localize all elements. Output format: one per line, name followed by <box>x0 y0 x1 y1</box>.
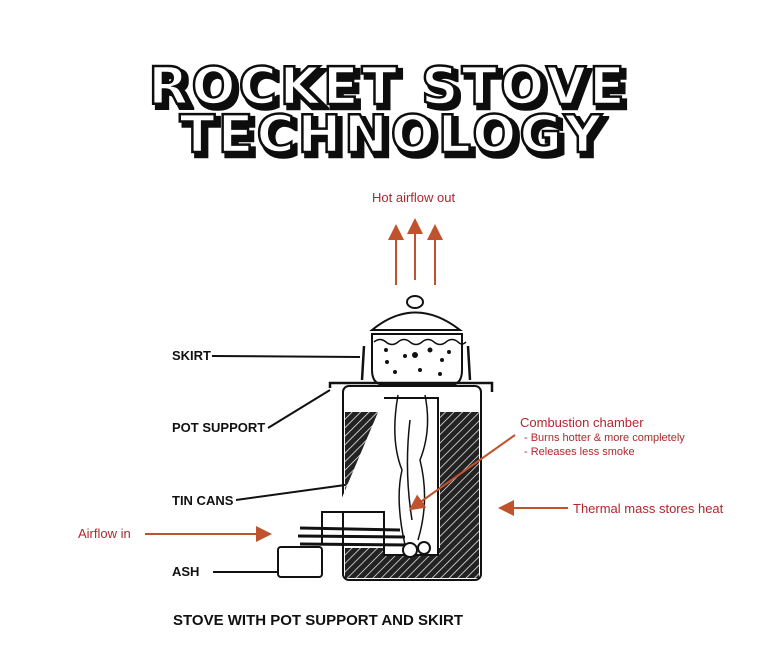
title: ROCKET STOVE TECHNOLOGY <box>147 56 627 167</box>
stove-illustration <box>277 295 494 581</box>
title-line-2: TECHNOLOGY <box>179 105 604 165</box>
annotation-arrows <box>145 218 568 542</box>
insulation-right <box>440 412 479 578</box>
label-skirt: SKIRT <box>172 348 211 363</box>
label-ash: ASH <box>172 564 199 579</box>
hot-airflow-label: Hot airflow out <box>372 190 455 205</box>
thermal-mass-label: Thermal mass stores heat <box>573 501 724 516</box>
skirt <box>360 345 472 381</box>
label-pot-support: POT SUPPORT <box>172 420 265 435</box>
combustion-bullet-2: - Releases less smoke <box>524 446 635 458</box>
combustion-label: Combustion chamber <box>520 415 644 430</box>
arrow-combustion-icon <box>408 434 516 511</box>
pot-support <box>328 381 494 392</box>
bubbles <box>384 347 451 376</box>
leader-lines <box>211 355 361 573</box>
title-line-1: ROCKET STOVE <box>148 57 627 117</box>
label-tin-cans: TIN CANS <box>172 493 234 508</box>
airflow-in-label: Airflow in <box>78 526 131 541</box>
caption: STOVE WITH POT SUPPORT AND SKIRT <box>173 612 463 629</box>
pot-lid <box>369 311 463 331</box>
combustion-bullet-1: - Burns hotter & more completely <box>524 432 685 444</box>
lid-knob <box>406 295 424 309</box>
ash-box <box>277 546 323 578</box>
fuel-sticks <box>297 526 411 547</box>
